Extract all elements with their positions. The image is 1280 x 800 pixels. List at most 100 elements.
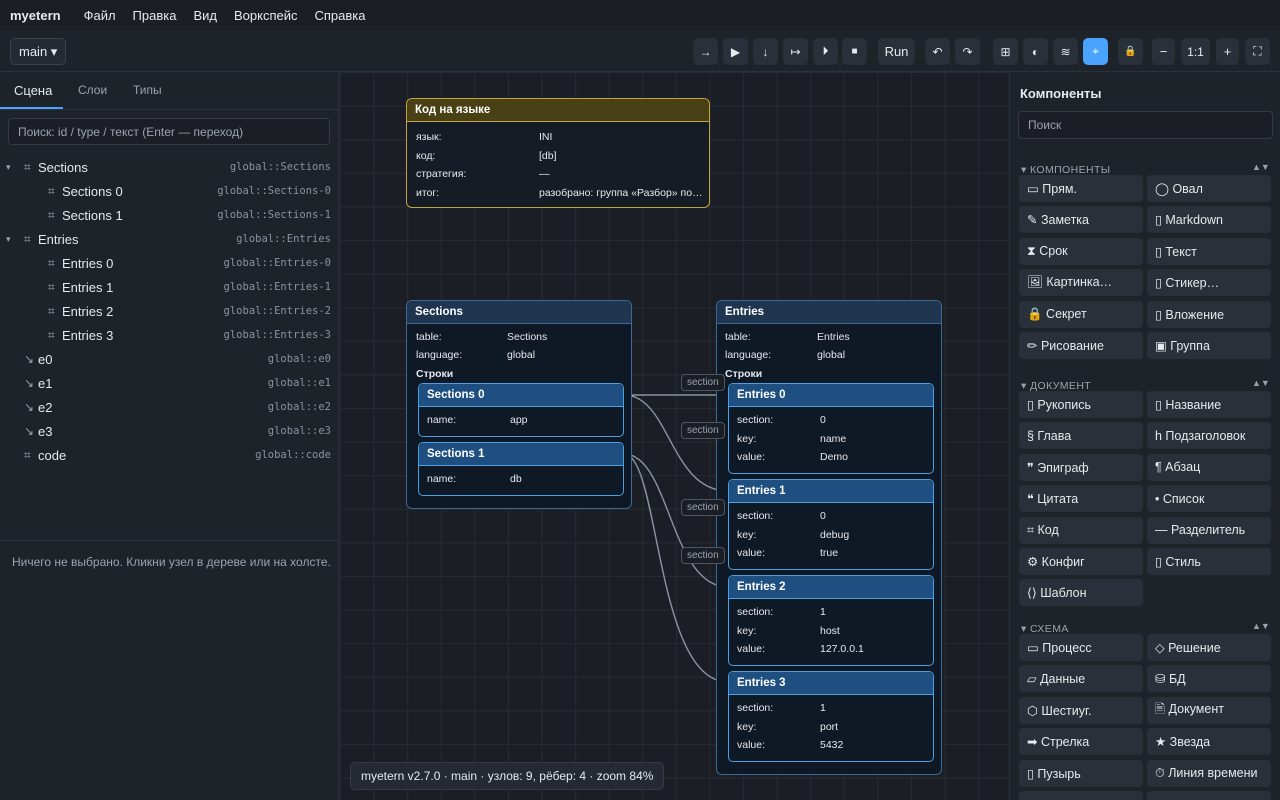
- menu-workspace[interactable]: Воркспейс: [234, 7, 298, 23]
- edge-label-e2[interactable]: section: [681, 499, 725, 516]
- component-item[interactable]: ⏱ Линия времени: [1147, 759, 1271, 787]
- palette-section-header[interactable]: ▾ СХЕМА: [1021, 623, 1069, 635]
- component-item[interactable]: ▭ Процесс: [1019, 634, 1143, 661]
- tab-layers[interactable]: Слои: [78, 83, 108, 97]
- component-item[interactable]: — Разделитель: [1147, 516, 1271, 544]
- component-item[interactable]: ▯ Стиль: [1147, 548, 1271, 575]
- component-item[interactable]: 🖹 Документ: [1147, 696, 1271, 724]
- component-item[interactable]: ❞ Эпиграф: [1019, 453, 1143, 481]
- grid-icon[interactable]: ⊞: [993, 38, 1018, 65]
- zoom-in-button[interactable]: +: [1216, 38, 1239, 65]
- component-item[interactable]: ⚙ Конфиг: [1019, 548, 1143, 575]
- lock-icon[interactable]: 🔒: [1118, 38, 1143, 65]
- component-item[interactable]: ★ Звезда: [1147, 728, 1271, 756]
- component-item[interactable]: h Подзаголовок: [1147, 422, 1271, 450]
- component-item[interactable]: ➡ Стрелка: [1019, 728, 1143, 756]
- component-item[interactable]: ▯ Название: [1147, 391, 1271, 418]
- component-item[interactable]: • Список: [1147, 485, 1271, 513]
- entries-0-node[interactable]: Entries 0 section: 0 key: name value: De…: [728, 383, 934, 474]
- tab-types[interactable]: Типы: [133, 83, 162, 97]
- wave-icon[interactable]: ≋: [1053, 38, 1078, 65]
- component-item[interactable]: 🔒 Секрет: [1019, 300, 1143, 328]
- entries-3-node[interactable]: Entries 3 section: 1 key: port value: 54…: [728, 671, 934, 762]
- component-item[interactable]: ⟨⟩ Шаблон: [1019, 579, 1143, 607]
- section-sort-arrows-icon[interactable]: ▲▼: [1252, 162, 1270, 172]
- entries-2-node[interactable]: Entries 2 section: 1 key: host value: 12…: [728, 575, 934, 666]
- section-sort-arrows-icon[interactable]: ▲▼: [1252, 621, 1270, 631]
- component-item[interactable]: ⌗ Код: [1019, 516, 1143, 544]
- zoom-out-button[interactable]: −: [1152, 38, 1175, 65]
- sections-1-node[interactable]: Sections 1 name: db: [418, 442, 624, 496]
- edge-label-e0[interactable]: section: [681, 374, 725, 391]
- code-node[interactable]: Код на языке язык: INI код: [db] стратег…: [406, 98, 710, 208]
- component-item[interactable]: ⬡ Шестиуг.: [1019, 696, 1143, 724]
- component-item[interactable]: ▯ Текст: [1147, 237, 1271, 265]
- branch-select[interactable]: main ▾: [10, 38, 67, 65]
- canvas[interactable]: Код на языке язык: INI код: [db] стратег…: [340, 72, 1008, 800]
- sections-0-node[interactable]: Sections 0 name: app: [418, 383, 624, 437]
- component-item[interactable]: ▣ Группа: [1147, 332, 1271, 359]
- components-search-input[interactable]: Поиск: [1018, 111, 1273, 139]
- component-item[interactable]: ✏ Рисование: [1019, 332, 1143, 359]
- sections-node[interactable]: Sections table: Sections language: globa…: [406, 300, 632, 509]
- fit-icon[interactable]: ⛶: [1245, 38, 1270, 65]
- tab-scene[interactable]: Сцена: [14, 83, 53, 98]
- palette-section-header[interactable]: ▾ ДОКУМЕНТ: [1021, 380, 1092, 392]
- contrast-icon[interactable]: ◐: [1023, 38, 1048, 65]
- component-item[interactable]: ▭ Прям.: [1019, 175, 1143, 202]
- redo-icon[interactable]: ↷: [955, 38, 980, 65]
- component-item[interactable]: ▯ Markdown: [1147, 206, 1271, 234]
- menu-file[interactable]: Файл: [83, 7, 116, 23]
- component-item[interactable]: [1019, 791, 1143, 800]
- component-item[interactable]: ▯ Пузырь: [1019, 759, 1143, 787]
- component-item[interactable]: ¶ Абзац: [1147, 453, 1271, 481]
- small-play-icon[interactable]: ⏵: [813, 38, 838, 65]
- step-in-icon[interactable]: ↓: [753, 38, 778, 65]
- menu-edit[interactable]: Правка: [132, 7, 177, 23]
- component-item[interactable]: § Глава: [1019, 422, 1143, 450]
- expand-toggle-icon[interactable]: ▾: [6, 161, 11, 172]
- edge-label-e1[interactable]: section: [681, 422, 725, 439]
- scene-search-input[interactable]: Поиск: id / type / текст (Enter — перехо…: [8, 118, 330, 145]
- component-item[interactable]: 🖼 Картинка…: [1019, 269, 1143, 297]
- target-icon[interactable]: ⌖: [1083, 38, 1108, 65]
- component-item[interactable]: ⛁ БД: [1147, 665, 1271, 693]
- step-over-icon[interactable]: ↦: [783, 38, 808, 65]
- menu-view[interactable]: Вид: [193, 7, 217, 23]
- component-item[interactable]: ▯ Стикер…: [1147, 269, 1271, 297]
- step-icon[interactable]: →: [693, 38, 718, 65]
- expand-toggle-icon[interactable]: ▾: [6, 233, 11, 244]
- zoom-reset-button[interactable]: 1:1: [1181, 38, 1210, 65]
- component-item[interactable]: [1147, 791, 1271, 800]
- section-sort-arrows-icon[interactable]: ▲▼: [1252, 378, 1270, 388]
- component-item[interactable]: ▯ Вложение: [1147, 300, 1271, 328]
- stop-icon[interactable]: ■: [842, 38, 867, 65]
- edge-label-e3[interactable]: section: [681, 547, 725, 564]
- entries-1-node[interactable]: Entries 1 section: 0 key: debug value: t…: [728, 479, 934, 570]
- palette-section-header[interactable]: ▾ КОМПОНЕНТЫ: [1021, 164, 1111, 176]
- undo-icon[interactable]: ↶: [925, 38, 950, 65]
- component-item[interactable]: ✎ Заметка: [1019, 206, 1143, 234]
- component-item[interactable]: ◇ Решение: [1147, 634, 1271, 661]
- entries-node[interactable]: Entries table: Entries language: global …: [716, 300, 942, 775]
- component-item[interactable]: ❝ Цитата: [1019, 485, 1143, 513]
- menu-help[interactable]: Справка: [314, 7, 366, 23]
- component-item[interactable]: ⧗ Срок: [1019, 237, 1143, 265]
- play-icon[interactable]: ▶: [723, 38, 748, 65]
- component-item[interactable]: ▱ Данные: [1019, 665, 1143, 693]
- run-button[interactable]: Run: [878, 38, 915, 65]
- component-item[interactable]: ◯ Овал: [1147, 175, 1271, 202]
